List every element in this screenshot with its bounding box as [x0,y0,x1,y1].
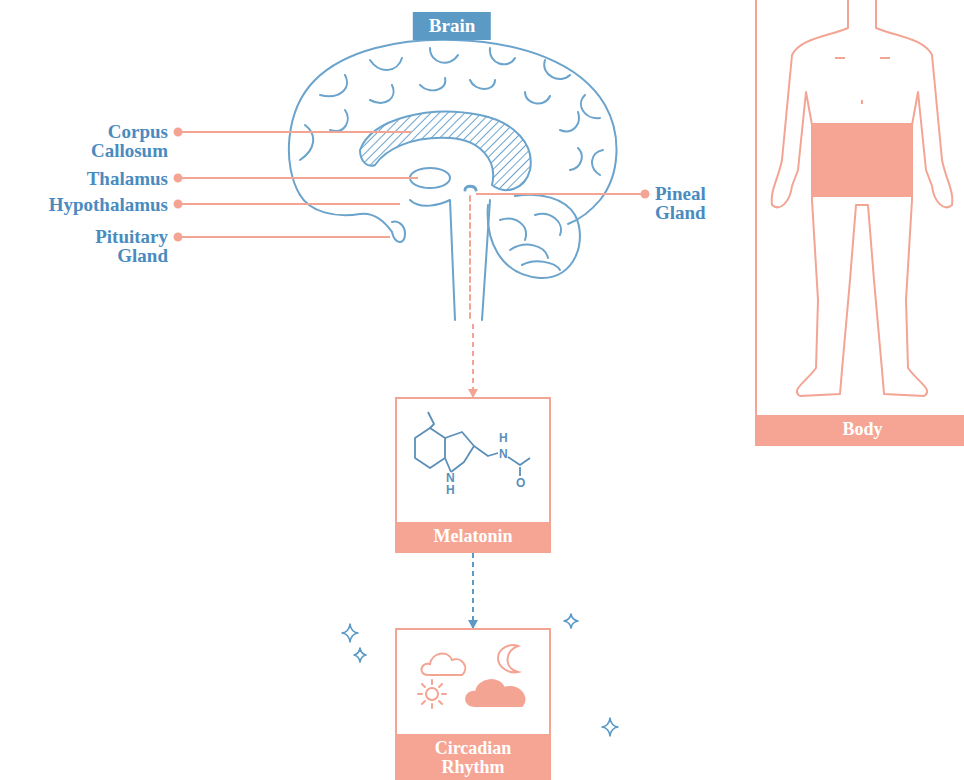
part-label: Corpus Callosum [58,122,168,160]
atom-label: H [499,432,508,444]
part-label: Pineal Gland [655,184,745,222]
body-box: Body [755,0,964,446]
atom-label: H [446,484,455,496]
brain-drawing [289,40,617,322]
dashed-arrow [472,553,474,628]
molecule-drawing [415,412,530,476]
melatonin-box: Melatonin [395,397,551,553]
box-label: Melatonin [397,522,549,551]
part-label: Thalamus [38,169,168,188]
leader-lines [175,129,649,241]
circadian-icons [418,645,525,708]
title-tab: Brain [413,12,491,40]
circadian-box: Circadian Rhythm [395,628,551,780]
atom-label: N [499,448,508,460]
box-label: Circadian Rhythm [397,734,549,780]
atom-label: O [516,477,525,489]
box-label: Body [757,415,964,444]
part-label: Hypothalamus [0,195,168,214]
dashed-arrow [472,324,474,397]
part-label: Pituitary Gland [58,227,168,265]
sparkles [342,614,618,736]
atom-label: N [446,472,455,484]
brain-region: Brain [282,12,622,324]
body-figure [772,0,953,396]
